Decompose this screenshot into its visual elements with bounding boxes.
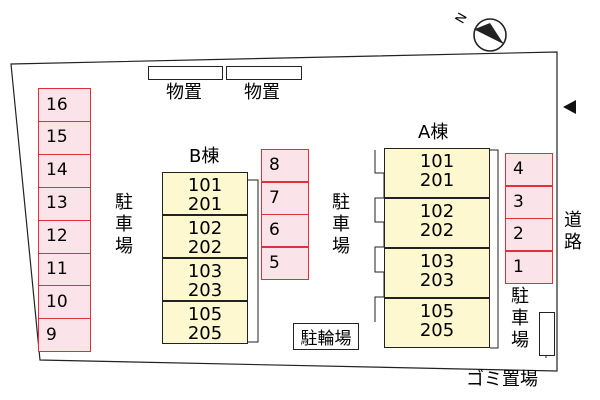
parking-stall-6: 6	[261, 214, 309, 247]
parking-stall-1: 1	[505, 250, 553, 284]
unit-number: 102	[187, 218, 223, 239]
triangle-left-icon	[563, 100, 576, 114]
parking-stall-16: 16	[38, 88, 91, 122]
parking-stall-11: 11	[38, 252, 91, 287]
parking-stall-2: 2	[505, 218, 553, 251]
unit-number: 105	[187, 304, 223, 325]
parking-stall-4: 4	[505, 153, 553, 186]
unit-number: 102	[419, 201, 455, 222]
storage-shed-1	[148, 66, 223, 80]
road-label: 道路	[564, 210, 582, 253]
parking-stall-7: 7	[261, 181, 309, 215]
unit-number: 105	[419, 301, 455, 322]
unit-number: 103	[187, 261, 223, 282]
unit-number: 203	[187, 280, 223, 301]
parking-stall-3: 3	[505, 185, 553, 219]
parking-stall-15: 15	[38, 120, 91, 155]
unit-number: 101	[419, 151, 455, 172]
building-b-title: B棟	[189, 146, 220, 167]
building-a-title: A棟	[418, 122, 449, 143]
parking-left-label: 駐車場	[115, 192, 133, 257]
garbage-area-label: ゴミ置場	[466, 369, 538, 390]
storage-label-1: 物置	[166, 82, 202, 103]
storage-shed-2	[226, 66, 302, 80]
parking-stall-8: 8	[261, 149, 309, 182]
parking-stall-13: 13	[38, 186, 91, 221]
unit-number: 101	[187, 175, 223, 196]
storage-label-2: 物置	[244, 82, 280, 103]
parking-stall-9: 9	[38, 318, 91, 353]
unit-number: 205	[187, 323, 223, 344]
north-compass-icon: N	[453, 10, 511, 56]
parking-stall-10: 10	[38, 285, 91, 320]
unit-number: 103	[419, 251, 455, 272]
unit-number: 202	[187, 237, 223, 258]
parking-right-label: 駐車場	[511, 286, 529, 351]
bicycle-parking: 駐輪場	[293, 323, 359, 350]
parking-mid-label: 駐車場	[332, 192, 350, 257]
parking-stall-12: 12	[38, 219, 91, 254]
unit-number: 202	[419, 220, 455, 241]
parking-stall-5: 5	[261, 246, 309, 280]
garbage-area-box	[539, 312, 555, 356]
unit-number: 201	[187, 194, 223, 215]
unit-number: 203	[419, 270, 455, 291]
unit-number: 205	[419, 320, 455, 341]
unit-number: 201	[419, 170, 455, 191]
parking-stall-14: 14	[38, 153, 91, 188]
